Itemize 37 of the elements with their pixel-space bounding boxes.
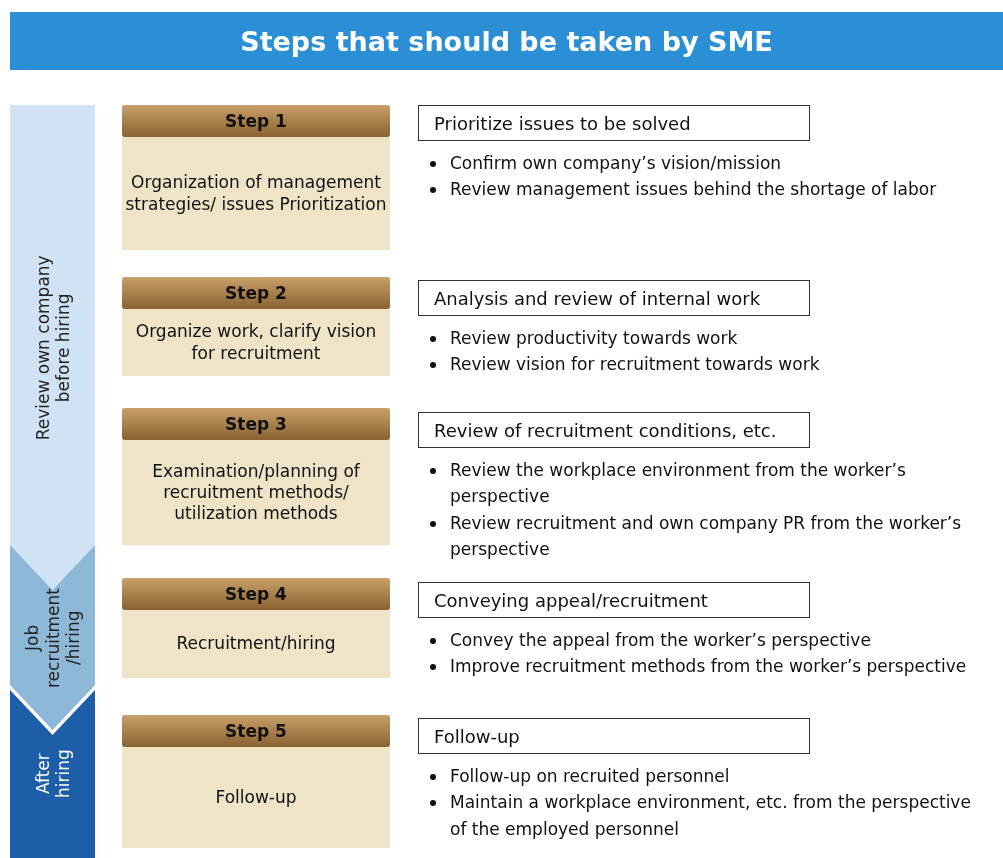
step-header: Step 5 — [122, 715, 390, 747]
step-description: Organization of management strategies/ issues Prioritization — [124, 172, 388, 215]
section-heading: Prioritize issues to be solved — [418, 105, 810, 141]
step-description: Organize work, clarify vision for recruitment — [134, 321, 378, 364]
step-header: Step 2 — [122, 277, 390, 309]
step-card — [122, 105, 390, 250]
bullet-text: Follow-up on recruited personnel — [450, 766, 730, 786]
bullet-text: Review productivity towards work — [450, 328, 738, 348]
bullet-text: Confirm own company’s vision/mission — [450, 153, 782, 173]
step-card — [122, 408, 390, 545]
phase-label: After hiring — [32, 748, 73, 801]
title-banner: Steps that should be taken by SME — [10, 12, 1003, 70]
phase-band — [10, 545, 95, 730]
step-card — [122, 578, 390, 678]
step-description: Follow-up — [215, 786, 297, 809]
phase-label: Job recruitment /hiring — [21, 587, 84, 688]
bullet-text: Improve recruitment methods from the worker’s perspective — [450, 656, 967, 677]
section-heading: Review of recruitment conditions, etc. — [418, 412, 810, 448]
bullet-text: Review recruitment and own company PR from the worker’s perspective — [450, 512, 962, 560]
phase-band — [10, 690, 95, 858]
bullet-text: Review vision for recruitment towards work — [450, 354, 820, 375]
step-header: Step 1 — [122, 105, 390, 137]
step-description: Examination/planning of recruitment methods/ utilization methods — [151, 460, 361, 525]
bullet-text: Review management issues behind the shortage of labor — [450, 179, 937, 200]
bullet-text: Review the workplace environment from the worker’s perspective — [450, 460, 906, 507]
section-heading: Analysis and review of internal work — [418, 280, 810, 316]
phase-band — [10, 105, 95, 590]
step-header: Step 3 — [122, 408, 390, 440]
bullet-text: Maintain a workplace environment, etc. from the perspective of the employed personnel — [450, 792, 971, 839]
step-card — [122, 277, 390, 376]
section-heading: Follow-up — [418, 718, 810, 754]
bullet-text: Convey the appeal from the worker’s perspective — [450, 630, 871, 650]
step-description: Recruitment/hiring — [176, 633, 336, 655]
step-header: Step 4 — [122, 578, 390, 610]
section-heading: Conveying appeal/recruitment — [418, 582, 810, 618]
step-card — [122, 715, 390, 848]
phase-label: Review own company before hiring — [32, 254, 73, 442]
